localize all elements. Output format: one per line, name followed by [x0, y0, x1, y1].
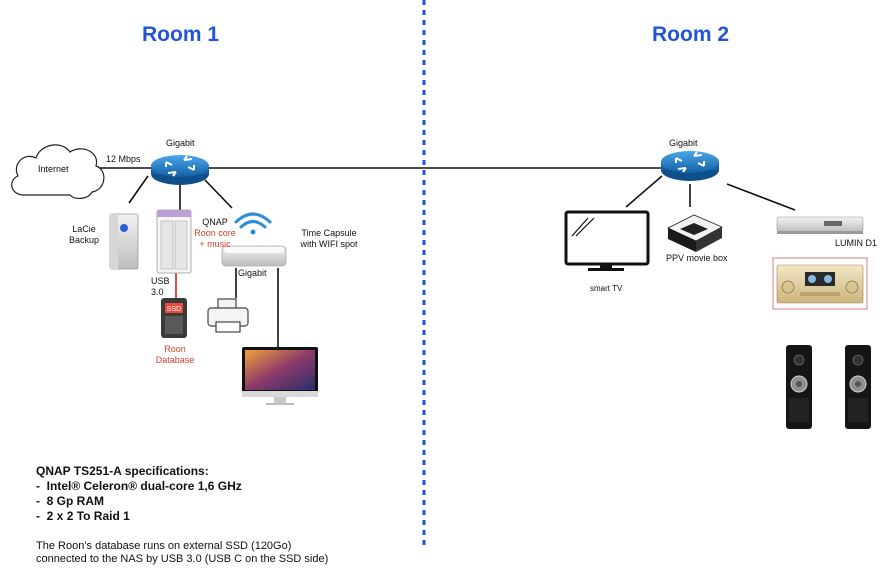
ssd-icon: SSD: [161, 298, 187, 338]
room-1-title: Room 1: [142, 23, 220, 46]
internet-label: Internet: [38, 164, 69, 174]
lacie-label-line2: Backup: [68, 235, 100, 245]
roon-database-label: Roon Database: [150, 344, 200, 366]
cloud-icon: [11, 144, 105, 199]
roon-core-line2: + music: [199, 239, 231, 249]
bullet: -: [36, 479, 40, 493]
time-capsule-label: Time Capsule with WIFI spot: [296, 228, 362, 250]
smart-tv-label: smart TV: [590, 284, 623, 293]
specs-item: - Intel® Celeron® dual-core 1,6 GHz: [36, 479, 242, 494]
bandwidth-label: 12 Mbps: [106, 154, 141, 164]
specs-item-text: 2 x 2 To Raid 1: [46, 509, 130, 523]
time-capsule-gigabit-label: Gigabit: [238, 268, 267, 278]
note-line2: connected to the NAS by USB 3.0 (USB C o…: [36, 553, 329, 565]
specs-item-text: Intel® Celeron® dual-core 1,6 GHz: [46, 479, 242, 493]
qnap-specs: QNAP TS251-A specifications: - Intel® Ce…: [36, 464, 242, 524]
nas-icon: [156, 209, 192, 274]
tv-icon: [564, 210, 650, 271]
time-capsule-icon: [221, 245, 287, 267]
database-note: The Roon’s database runs on external SSD…: [36, 540, 328, 566]
qnap-label: QNAP Roon core + music: [194, 217, 236, 250]
router-2-label: Gigabit: [669, 138, 698, 148]
connections: [100, 167, 796, 348]
bullet: -: [36, 509, 40, 523]
specs-item-text: 8 Gp RAM: [46, 494, 105, 508]
specs-item: - 8 Gp RAM: [36, 494, 242, 509]
time-capsule-line1: Time Capsule: [301, 228, 357, 238]
time-capsule-line2: with WIFI spot: [300, 239, 358, 249]
lacie-label-line1: LaCie: [72, 224, 96, 234]
ppv-box-label: PPV movie box: [666, 253, 728, 263]
imac-icon: [242, 347, 318, 405]
usb-label: USB 3.0: [151, 276, 170, 298]
wifi-icon: [234, 212, 272, 235]
roon-db-line1: Roon: [164, 344, 186, 354]
movie-box-icon: [667, 214, 723, 252]
qnap-name: QNAP: [202, 217, 228, 227]
roon-core-line1: Roon core: [194, 228, 236, 238]
router-1-label: Gigabit: [166, 138, 195, 148]
speaker-icon: [845, 345, 871, 429]
router-icon: [660, 150, 720, 182]
bullet: -: [36, 494, 40, 508]
room-2-title: Room 2: [652, 23, 730, 46]
roon-db-line2: Database: [155, 355, 195, 365]
usb-line2: 3.0: [151, 287, 164, 297]
ssd-tag: SSD: [167, 306, 181, 313]
specs-title: QNAP TS251-A specifications:: [36, 464, 209, 478]
router-icon: [150, 154, 210, 186]
amplifier-icon: [772, 257, 868, 310]
printer-icon: [207, 298, 249, 333]
lacie-label: LaCie Backup: [64, 224, 104, 246]
lumin-label: LUMIN D1: [835, 238, 878, 248]
lumin-streamer-icon: [776, 216, 864, 234]
speaker-icon: [786, 345, 812, 429]
usb-line1: USB: [151, 276, 170, 286]
note-line1: The Roon’s database runs on external SSD…: [36, 540, 292, 552]
specs-item: - 2 x 2 To Raid 1: [36, 509, 242, 524]
lacie-drive-icon: [109, 213, 139, 270]
